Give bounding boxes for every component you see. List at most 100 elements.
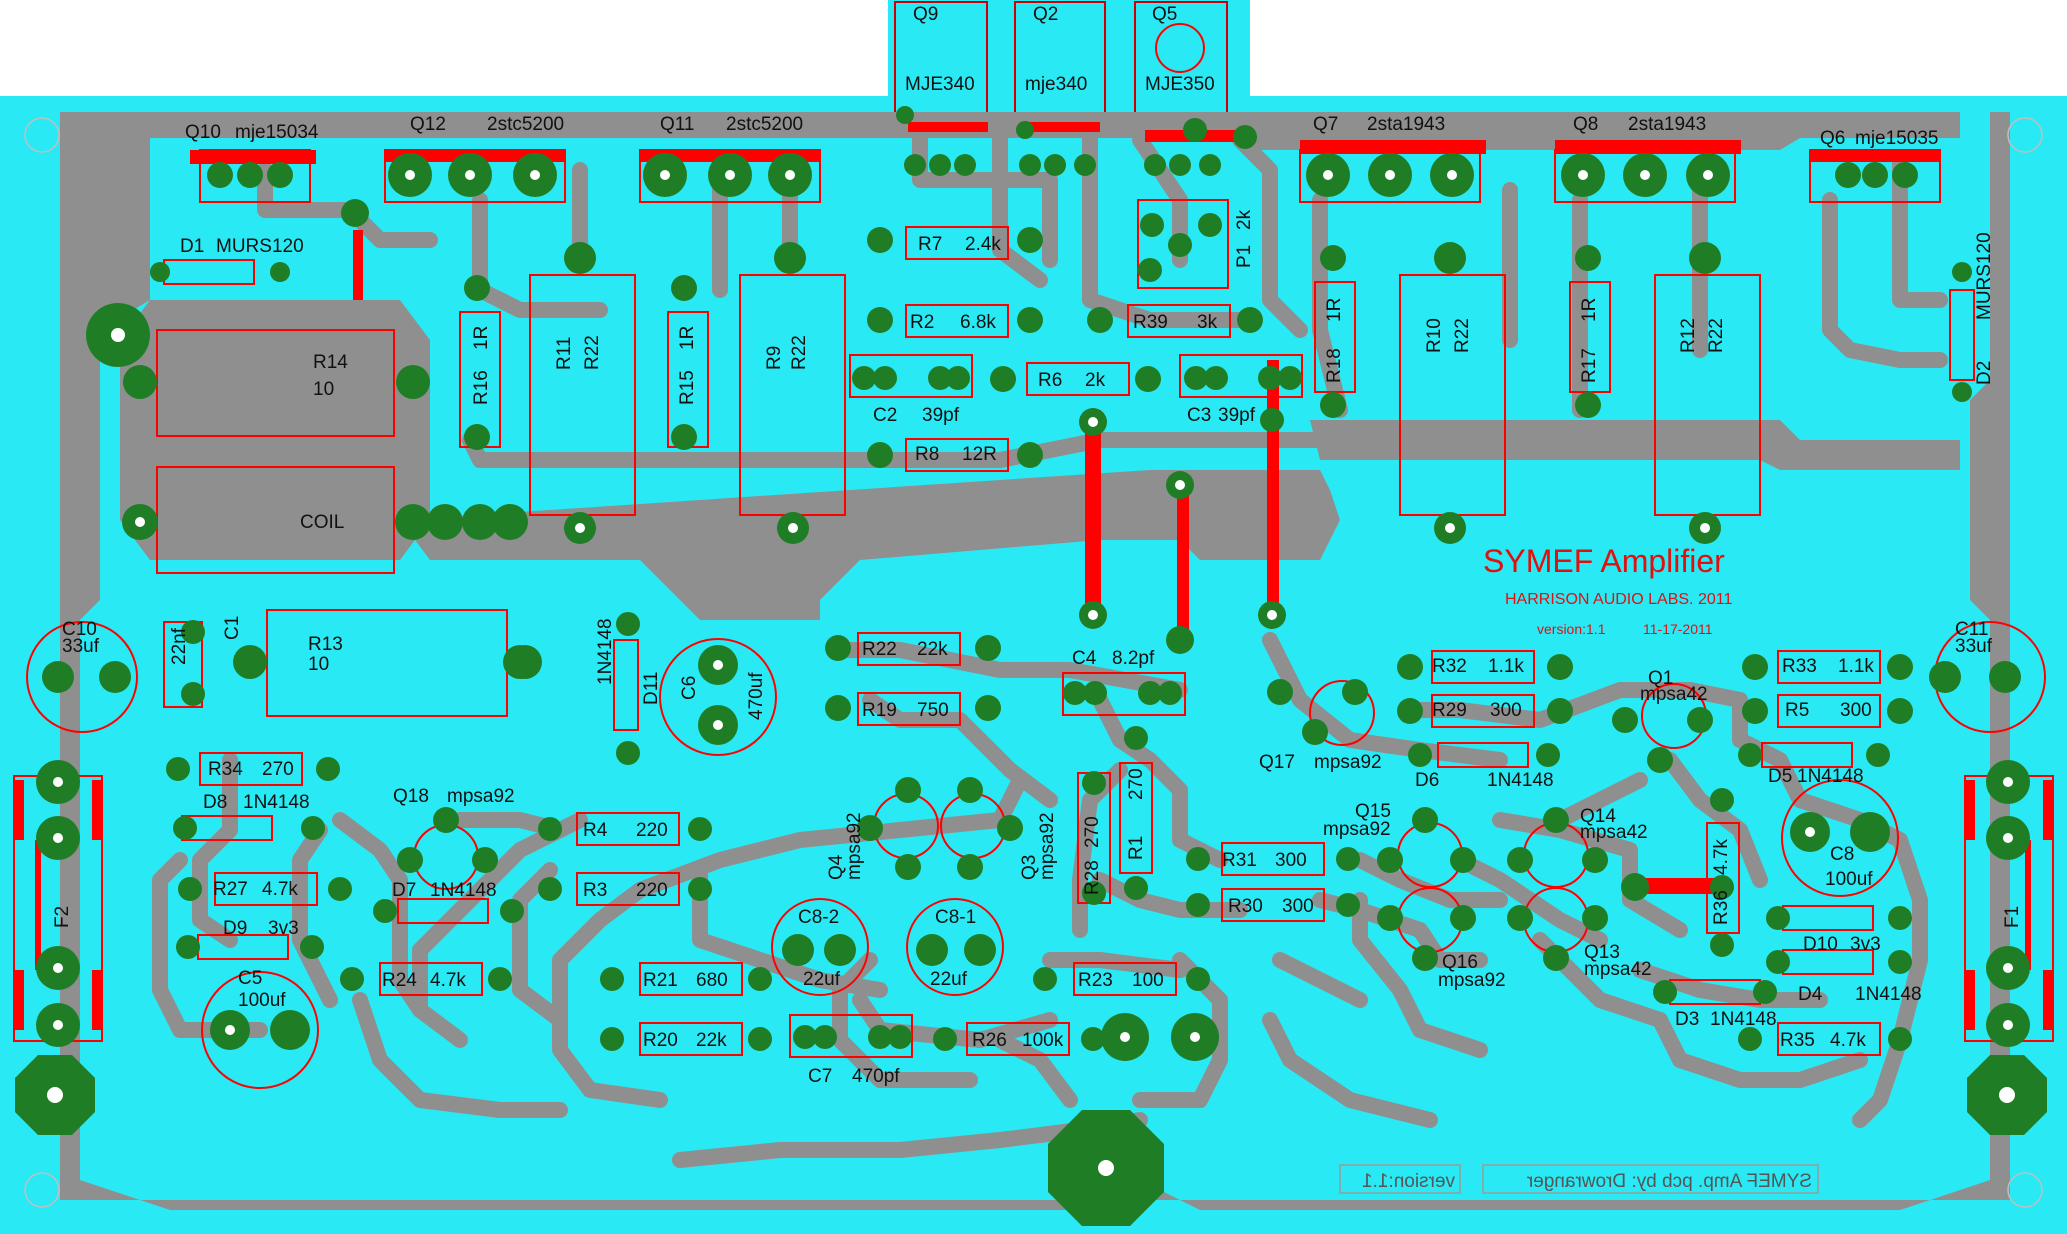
- mirrored-bottom-text: version:1.1 SYMEF Amp. pcb by: Drowrange…: [1339, 1164, 1819, 1194]
- label-q1-ref: Q1: [1648, 668, 1673, 689]
- label-q15-ref: Q15: [1355, 801, 1391, 822]
- label-d11-ref: D11: [641, 672, 662, 705]
- label-q2-value: mje340: [1025, 74, 1087, 95]
- label-c8-value: 100uf: [1825, 869, 1873, 890]
- label-q9-ref: Q9: [913, 4, 938, 25]
- label-d11-value: 1N4148: [595, 618, 616, 685]
- label-r3-ref: R3: [583, 880, 607, 901]
- label-d5-ref: D5: [1768, 766, 1792, 787]
- label-r30-value: 300: [1282, 896, 1314, 917]
- label-r16-ref: R16: [471, 370, 492, 405]
- traces: [152, 122, 1948, 1168]
- label-q14-value: mpsa42: [1580, 822, 1648, 843]
- label-d10-value: 3v3: [1850, 934, 1881, 955]
- label-r12-ref: R12: [1678, 318, 1699, 353]
- label-d7-value: 1N4148: [430, 880, 497, 901]
- label-r23-value: 100: [1132, 970, 1164, 991]
- board-company: HARRISON AUDIO LABS. 2011: [1505, 591, 1732, 608]
- label-d8-ref: D8: [203, 792, 227, 813]
- label-q10-value: mje15034: [235, 122, 319, 143]
- label-c4-ref: C4: [1072, 648, 1097, 669]
- label-r21-ref: R21: [643, 970, 678, 991]
- label-c6-value: 470uf: [746, 672, 767, 720]
- label-r39-ref: R39: [1133, 312, 1168, 333]
- label-r19-ref: R19: [862, 700, 897, 721]
- label-c2-ref: C2: [873, 405, 897, 426]
- label-q1-value: mpsa42: [1640, 684, 1708, 705]
- label-c8-1-value: 22uf: [930, 969, 968, 990]
- label-r20-ref: R20: [643, 1030, 678, 1051]
- label-d5-value: 1N4148: [1797, 766, 1864, 787]
- mirror-credit-text: SYMEF Amp. pcb by: Drowranger: [1526, 1171, 1812, 1192]
- label-d2-value: MURS120: [1974, 232, 1995, 320]
- label-r14-value: 10: [313, 379, 334, 400]
- label-q18-ref: Q18: [393, 786, 429, 807]
- label-f1-ref: F1: [2002, 906, 2023, 928]
- label-d4-value: 1N4148: [1855, 984, 1922, 1005]
- label-r24-value: 4.7k: [430, 970, 466, 991]
- label-r29-value: 300: [1490, 700, 1522, 721]
- label-d1-ref: D1: [180, 236, 204, 257]
- label-r18-ref: R18: [1324, 348, 1345, 383]
- label-q13-value: mpsa42: [1584, 959, 1652, 980]
- label-r15-ref: R15: [677, 370, 698, 405]
- label-c11-ref: C11: [1955, 619, 1988, 640]
- label-p1-value: 2k: [1234, 209, 1255, 230]
- label-r27-ref: R27: [213, 879, 248, 900]
- label-r9-value: R22: [789, 335, 810, 370]
- label-r11-ref: R11: [554, 337, 575, 370]
- label-q16-value: mpsa92: [1438, 970, 1506, 991]
- label-r15-value: 1R: [677, 326, 698, 350]
- label-r8-ref: R8: [915, 444, 939, 465]
- label-r17-value: 1R: [1579, 298, 1600, 322]
- label-d6-ref: D6: [1415, 770, 1439, 791]
- label-r35-ref: R35: [1780, 1030, 1815, 1051]
- label-q7-ref: Q7: [1313, 114, 1338, 135]
- label-q3-value: mpsa92: [1037, 812, 1058, 880]
- board-version: version:1.1: [1537, 621, 1606, 637]
- label-q12-ref: Q12: [410, 114, 446, 135]
- label-p1-ref: P1: [1234, 245, 1255, 268]
- label-q11-value: 2stc5200: [726, 114, 803, 135]
- label-d4-ref: D4: [1798, 984, 1823, 1005]
- label-r28-value: 270: [1082, 816, 1103, 848]
- label-q3-ref: Q3: [1019, 855, 1040, 880]
- mirror-version-text: version:1.1: [1362, 1171, 1455, 1192]
- label-r14-ref: R14: [313, 352, 348, 373]
- label-r33-value: 1.1k: [1838, 656, 1874, 677]
- label-d9-value: 3v3: [268, 918, 299, 939]
- label-d1-value: MURS120: [216, 236, 304, 257]
- label-q2-ref: Q2: [1033, 4, 1058, 25]
- label-r34-ref: R34: [208, 759, 243, 780]
- label-r21-value: 680: [696, 970, 728, 991]
- label-q8-ref: Q8: [1573, 114, 1598, 135]
- label-c8-2-ref: C8-2: [798, 907, 839, 928]
- label-r10-value: R22: [1452, 318, 1473, 353]
- label-q17-ref: Q17: [1259, 752, 1295, 773]
- label-q4-ref: Q4: [826, 854, 847, 880]
- label-q5-ref: Q5: [1152, 4, 1177, 25]
- label-q18-value: mpsa92: [447, 786, 515, 807]
- label-f2-ref: F2: [52, 906, 73, 928]
- label-d3-ref: D3: [1675, 1009, 1699, 1030]
- label-d2-ref: D2: [1974, 361, 1995, 385]
- label-c1-value: 22nf: [169, 627, 190, 665]
- label-r5-value: 300: [1840, 700, 1872, 721]
- label-r35-value: 4.7k: [1830, 1030, 1866, 1051]
- label-q17-value: mpsa92: [1314, 752, 1382, 773]
- label-c8-1-ref: C8-1: [935, 907, 976, 928]
- label-r2-ref: R2: [910, 312, 934, 333]
- label-r32-value: 1.1k: [1488, 656, 1524, 677]
- label-d9-ref: D9: [223, 918, 247, 939]
- label-d6-value: 1N4148: [1487, 770, 1554, 791]
- label-r26-ref: R26: [972, 1030, 1007, 1051]
- label-r4-ref: R4: [583, 820, 608, 841]
- label-r19-value: 750: [917, 700, 949, 721]
- label-r13-ref: R13: [308, 634, 343, 655]
- label-q9-value: MJE340: [905, 74, 975, 95]
- label-c1-ref: C1: [222, 616, 243, 640]
- label-r26-value: 100k: [1022, 1030, 1064, 1051]
- label-d8-value: 1N4148: [243, 792, 310, 813]
- label-c3-ref: C3: [1187, 405, 1211, 426]
